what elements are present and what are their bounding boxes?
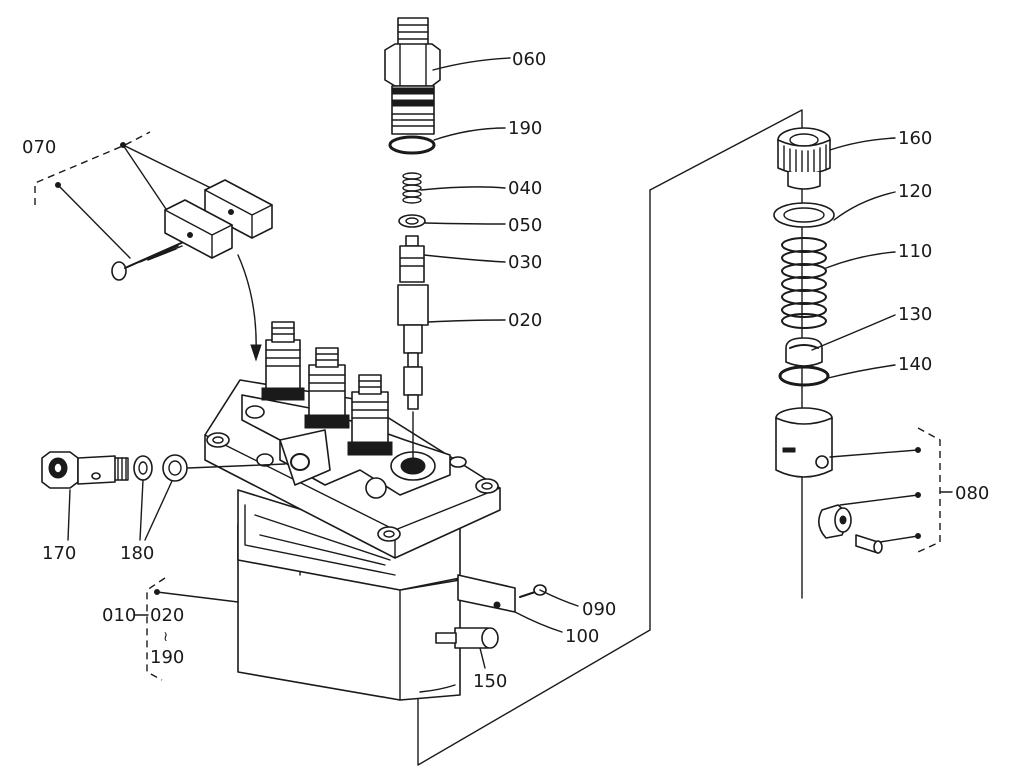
pump-housing — [204, 379, 501, 701]
part-020-plunger — [397, 284, 429, 461]
shaft-part-150 — [435, 627, 499, 649]
callout-range-separator: ≀ — [163, 629, 168, 645]
callout-010: 010 — [102, 605, 136, 626]
callout-170: 170 — [42, 543, 76, 564]
part-180-gasket-1 — [133, 455, 153, 481]
callout-180: 180 — [120, 543, 154, 564]
callout-190-range-end: 190 — [150, 647, 184, 668]
callout-160: 160 — [898, 128, 932, 149]
part-040-spring — [402, 172, 422, 204]
plate-part-100 — [457, 574, 516, 613]
callout-labels: 060 190 040 050 030 020 070 160 120 110 … — [22, 49, 989, 692]
part-180-gasket-2 — [162, 454, 286, 482]
delivery-valve-holder-3 — [347, 374, 393, 456]
part-170-banjo-bolt — [41, 451, 129, 489]
part-120-washer — [773, 202, 835, 228]
part-080-sleeve — [775, 407, 833, 478]
callout-050: 050 — [508, 215, 542, 236]
callout-030: 030 — [508, 252, 542, 273]
delivery-valve-holder-1 — [261, 321, 305, 401]
delivery-valve-holder-2 — [304, 347, 350, 429]
range-bracket-010 — [146, 577, 239, 681]
part-030-valve — [399, 235, 425, 283]
callout-190-top: 190 — [508, 118, 542, 139]
callout-060: 060 — [512, 49, 546, 70]
callout-040: 040 — [508, 178, 542, 199]
part-140-ring — [778, 365, 830, 387]
callout-020-range-start: 020 — [150, 605, 184, 626]
callout-080: 080 — [955, 483, 989, 504]
callout-100: 100 — [565, 626, 599, 647]
callout-020: 020 — [508, 310, 542, 331]
callout-070: 070 — [22, 137, 56, 158]
part-080-bracket — [829, 427, 953, 553]
callout-140: 140 — [898, 354, 932, 375]
part-080-roller — [818, 504, 852, 539]
callout-150: 150 — [473, 671, 507, 692]
part-060-holder — [384, 17, 441, 135]
part-190-oring — [388, 135, 436, 155]
callout-090: 090 — [582, 599, 616, 620]
part-110-spring — [781, 237, 827, 329]
leader-lines — [67, 57, 896, 669]
part-080-pin — [855, 534, 883, 554]
part-050-washer — [398, 214, 426, 228]
part-160-cap — [777, 127, 831, 190]
part-130-seat — [785, 337, 823, 367]
frame-lines — [417, 109, 803, 766]
callout-120: 120 — [898, 181, 932, 202]
part-070-group — [34, 131, 273, 362]
callout-110: 110 — [898, 241, 932, 262]
callout-130: 130 — [898, 304, 932, 325]
